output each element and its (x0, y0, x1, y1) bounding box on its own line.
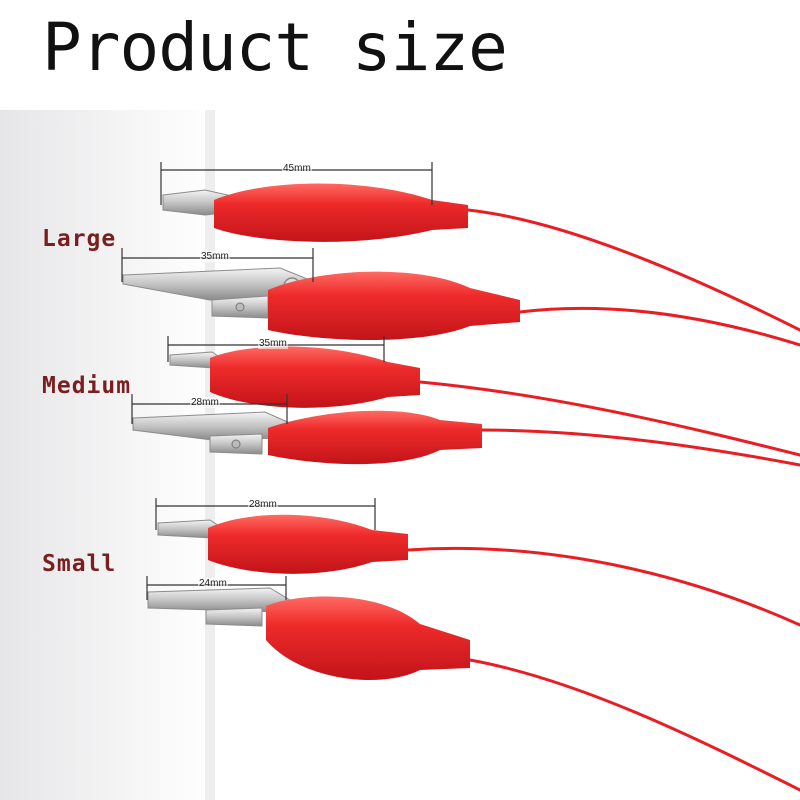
wire-6 (468, 658, 800, 792)
dimension-label-clip4: 28mm (190, 397, 220, 408)
dimension-label-clip3: 35mm (258, 338, 288, 349)
clip-medium-1 (169, 346, 420, 408)
dimension-label-clip5: 28mm (248, 499, 278, 510)
clip-small-1 (157, 514, 408, 574)
clip-large-1 (162, 183, 468, 242)
page-title: Product size (42, 9, 508, 86)
clip-medium-2 (132, 410, 482, 465)
wire-3 (418, 380, 800, 457)
size-label-large: Large (42, 226, 117, 252)
background-shadow (0, 110, 215, 800)
size-label-small: Small (42, 551, 117, 577)
dimension-label-clip2: 35mm (200, 251, 230, 262)
clip-large-2 (122, 267, 520, 340)
panel-edge (205, 110, 215, 800)
size-label-medium: Medium (42, 373, 132, 399)
dimension-label-clip1: 45mm (282, 163, 312, 174)
dimension-label-clip6: 24mm (198, 578, 228, 589)
wires (406, 208, 800, 792)
clip-small-2 (147, 587, 470, 680)
wire-4 (480, 428, 800, 467)
wire-2 (518, 306, 800, 347)
wire-5 (406, 546, 800, 627)
wire-1 (466, 208, 800, 332)
